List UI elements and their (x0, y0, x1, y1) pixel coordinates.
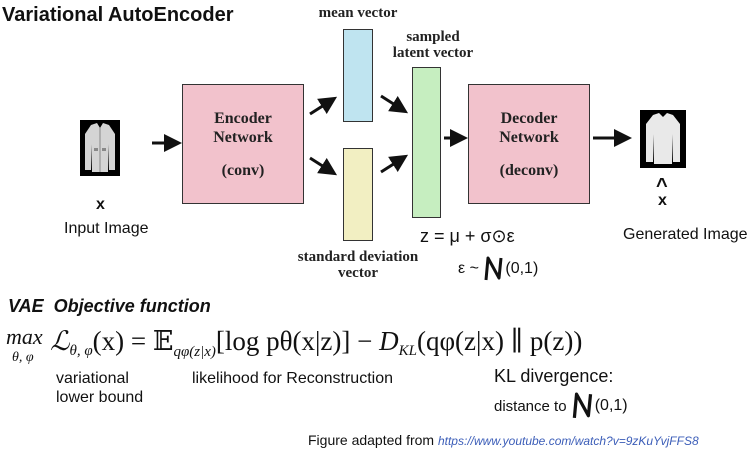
epsilon-distribution: ε ~ (0,1) (458, 256, 538, 282)
latent-label-line2: latent vector (392, 45, 474, 61)
latent-label-line1: sampled (406, 29, 460, 45)
decoder-sub-label: (deconv) (499, 161, 559, 179)
max-text: max (6, 324, 43, 349)
encoder-label-line2: Network (213, 128, 273, 146)
epsilon-dist-params: (0,1) (505, 260, 539, 277)
encoder-sub-label: (conv) (221, 161, 265, 179)
annotation-likelihood: likelihood for Reconstruction (192, 370, 393, 387)
generated-image-label: Generated Image (623, 226, 748, 243)
kl-symbol: D (379, 326, 399, 356)
lower-bound-subscript: θ, φ (69, 343, 93, 359)
annotation-lower-bound-line1: variational (56, 370, 129, 387)
arrow-std-latent (380, 154, 409, 174)
log-likelihood-term: [log pθ(x|z)] − (215, 326, 380, 356)
expectation-subscript: qφ(z|x) (173, 344, 216, 360)
lhs-argument: (x) = (92, 326, 153, 356)
arrow-mean-latent (380, 94, 409, 114)
max-subscript: θ, φ (12, 350, 34, 365)
objective-heading: VAE Objective function (8, 296, 211, 316)
std-vector-label: standard deviation vector (272, 249, 444, 281)
normal-distribution-icon-2 (572, 392, 592, 418)
figure-source: Figure adapted from https://www.youtube.… (308, 432, 699, 448)
expectation-symbol: 𝔼 (152, 326, 174, 356)
annotation-kl-title: KL divergence: (494, 366, 614, 386)
epsilon-prefix: ε ~ (458, 260, 484, 277)
page-title: Variational AutoEncoder (2, 4, 234, 26)
annotation-kl-dist-params: (0,1) (594, 397, 628, 414)
input-image-label: Input Image (64, 220, 149, 237)
annotation-lower-bound: variational lower bound (56, 369, 143, 407)
latent-vector-box (412, 67, 441, 218)
arrow-encoder-mean (309, 96, 338, 116)
lower-bound-symbol: ℒ (50, 326, 70, 356)
latent-vector-label: sampled latent vector (378, 29, 488, 61)
annotation-kl-prefix: distance to (494, 397, 571, 415)
input-symbol-x: x (96, 196, 105, 213)
encoder-label-line1: Encoder (214, 109, 272, 127)
generated-jacket-image (640, 110, 686, 168)
std-label-line1: standard deviation (297, 249, 419, 265)
input-jacket-image (80, 120, 120, 176)
objective-equation: max θ, φ ℒθ, φ(x) = 𝔼qφ(z|x)[log pθ(x|z)… (6, 324, 583, 365)
decoder-label-line1: Decoder (500, 109, 558, 127)
latent-equation: z = μ + σ⊙ε (420, 226, 515, 246)
figure-source-link[interactable]: https://www.youtube.com/watch?v=9zKuYvjF… (437, 434, 699, 448)
kl-term: (qφ(z|x) ∥ p(z)) (416, 326, 583, 356)
encoder-network-box: Encoder Network (conv) (182, 84, 304, 204)
decoder-network-box: Decoder Network (deconv) (468, 84, 590, 204)
figure-source-prefix: Figure adapted from (308, 432, 438, 448)
std-vector-box (343, 148, 373, 241)
mean-vector-label: mean vector (318, 5, 398, 21)
arrow-encoder-std (309, 156, 338, 176)
output-hat: ^ (656, 175, 668, 197)
kl-subscript: KL (398, 343, 417, 359)
max-operator: max θ, φ (6, 324, 50, 365)
std-label-line2: vector (338, 265, 378, 281)
mean-vector-box (343, 29, 373, 122)
annotation-kl-distance: distance to (0,1) (494, 392, 628, 420)
output-symbol-x: x (658, 192, 667, 209)
normal-distribution-icon (484, 256, 503, 281)
annotation-lower-bound-line2: lower bound (56, 389, 144, 406)
decoder-label-line2: Network (499, 128, 559, 146)
